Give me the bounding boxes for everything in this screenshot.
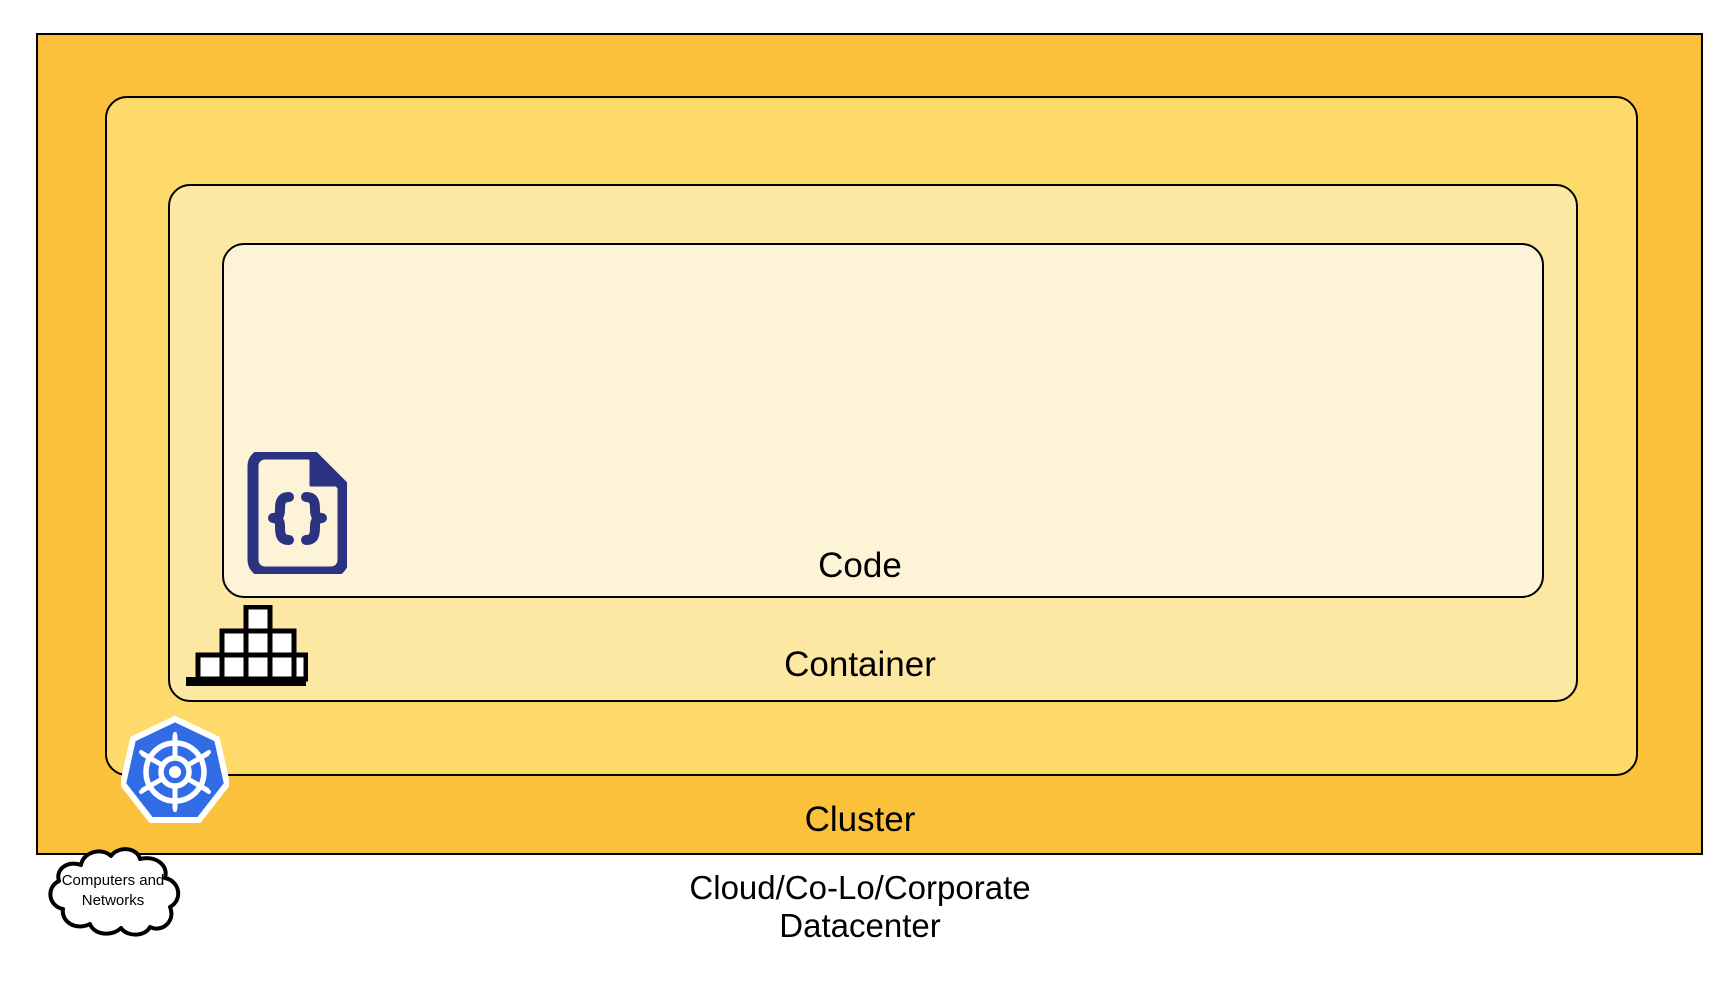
cloud-callout-computers-and-networks[interactable]: Computers and Networks <box>38 843 188 938</box>
layer-code[interactable] <box>222 243 1544 598</box>
kubernetes-helm-icon <box>120 716 230 831</box>
layer-label-datacenter: Cloud/Co-Lo/Corporate Datacenter <box>689 869 1031 945</box>
code-braces-document-icon <box>243 448 349 579</box>
container-stack-icon <box>184 604 309 692</box>
cloud-shape-icon <box>48 847 181 937</box>
